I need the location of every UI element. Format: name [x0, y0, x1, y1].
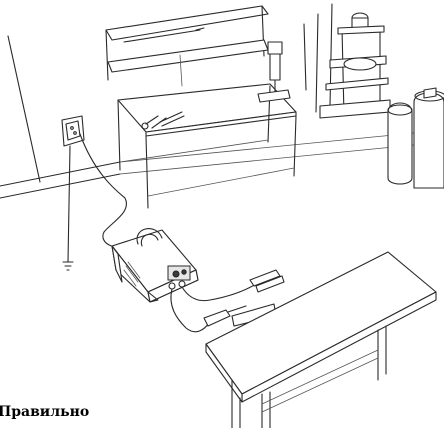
- ground-cable: [182, 284, 256, 301]
- wall-socket: [62, 116, 84, 146]
- welding-cable: [171, 289, 210, 332]
- back-shelf: [106, 6, 268, 86]
- power-cable: [80, 134, 130, 247]
- press-frame: [304, 4, 390, 118]
- ground-rod: [63, 146, 73, 270]
- gas-cylinders: [388, 88, 444, 188]
- welding-table: [206, 252, 436, 428]
- caption-label: Правильно: [0, 404, 89, 420]
- workbench-middle: [118, 84, 296, 208]
